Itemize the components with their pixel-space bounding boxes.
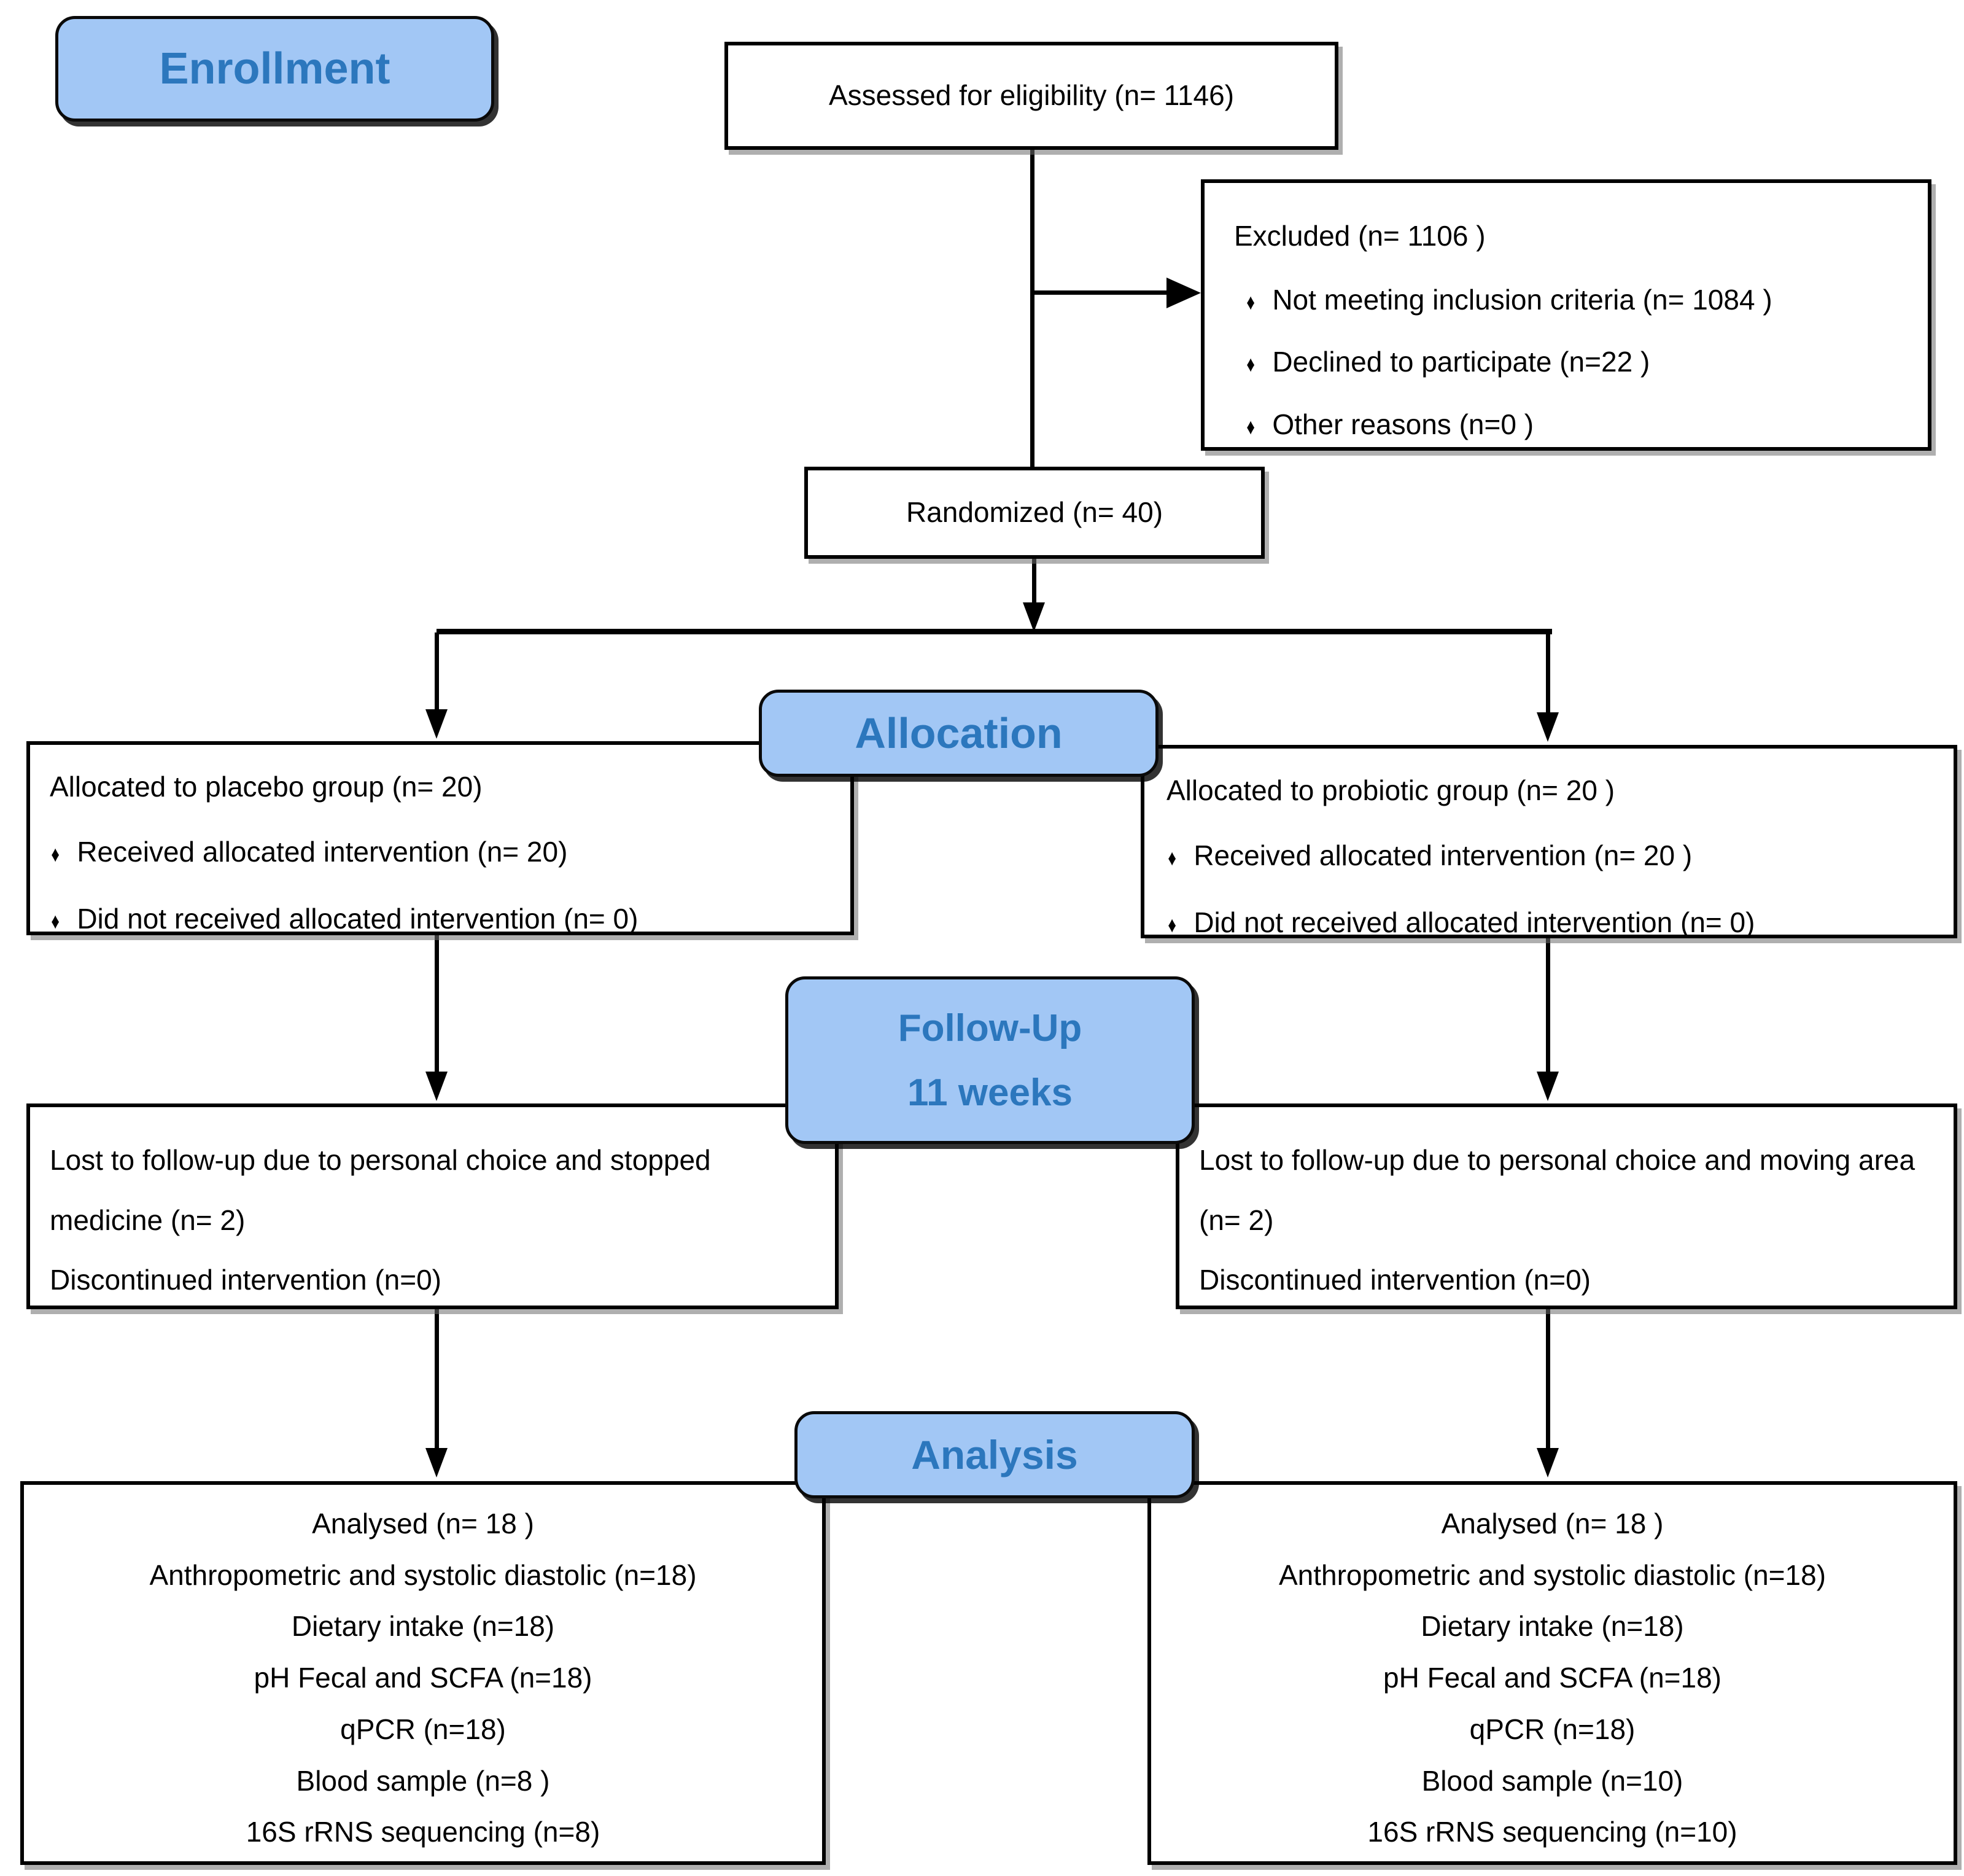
followup-badge: Follow-Up 11 weeks	[785, 976, 1195, 1144]
followup-probiotic-line: Discontinued intervention (n=0)	[1199, 1264, 1591, 1296]
analysis-probiotic-box: Analysed (n= 18 ) Anthropometric and sys…	[1147, 1481, 1957, 1865]
analysis-placebo-line: 16S rRNS sequencing (n=8)	[246, 1816, 600, 1848]
connector-placebo-to-followup	[435, 933, 439, 1073]
followup-placebo-line: Lost to follow-up due to personal choice…	[50, 1144, 711, 1236]
arrow-down-icon	[1537, 1072, 1559, 1101]
analysis-placebo-box: Analysed (n= 18 ) Anthropometric and sys…	[20, 1481, 826, 1865]
connector-followup-to-analysis-left	[435, 1308, 439, 1449]
analysis-probiotic-line: qPCR (n=18)	[1469, 1713, 1636, 1745]
diamond-bullet-icon: ♦	[51, 909, 60, 933]
analysis-badge: Analysis	[794, 1411, 1195, 1498]
analysis-probiotic-line: Dietary intake (n=18)	[1421, 1610, 1684, 1643]
arrow-right-icon	[1166, 278, 1201, 308]
followup-badge-duration: 11 weeks	[907, 1071, 1073, 1114]
analysis-placebo-line: pH Fecal and SCFA (n=18)	[254, 1662, 592, 1694]
diamond-bullet-icon: ♦	[1246, 414, 1256, 439]
enrollment-badge-label: Enrollment	[159, 44, 390, 93]
connector-to-excluded	[1033, 290, 1168, 295]
arrow-down-icon	[1537, 712, 1559, 742]
followup-badge-label: Follow-Up	[898, 1006, 1082, 1049]
assessed-box: Assessed for eligibility (n= 1146)	[724, 42, 1338, 150]
assessed-text: Assessed for eligibility (n= 1146)	[828, 79, 1235, 112]
arrow-down-icon	[425, 1072, 448, 1101]
analysis-probiotic-line: Analysed (n= 18 )	[1441, 1508, 1664, 1539]
connector-probiotic-to-followup	[1546, 936, 1550, 1073]
excluded-bullet: Not meeting inclusion criteria (n= 1084 …	[1272, 283, 1772, 316]
followup-probiotic-box: Lost to follow-up due to personal choice…	[1176, 1103, 1957, 1309]
analysis-probiotic-line: Blood sample (n=10)	[1421, 1764, 1683, 1797]
diamond-bullet-icon: ♦	[51, 841, 60, 866]
allocation-placebo-bullet: Did not received allocated intervention …	[77, 903, 638, 935]
allocation-probiotic-bullet: Did not received allocated intervention …	[1194, 906, 1755, 938]
analysis-placebo-line: Dietary intake (n=18)	[291, 1610, 555, 1643]
analysis-probiotic-line: 16S rRNS sequencing (n=10)	[1367, 1816, 1737, 1848]
analysis-placebo-line: Anthropometric and systolic diastolic (n…	[149, 1559, 697, 1591]
allocation-badge: Allocation	[759, 690, 1159, 777]
allocation-badge-label: Allocation	[855, 709, 1063, 757]
enrollment-badge: Enrollment	[55, 16, 494, 122]
excluded-title: Excluded (n= 1106 )	[1234, 220, 1486, 252]
diamond-bullet-icon: ♦	[1246, 289, 1256, 314]
analysis-probiotic-line: pH Fecal and SCFA (n=18)	[1383, 1662, 1721, 1694]
arrow-down-icon	[425, 709, 448, 739]
excluded-box: Excluded (n= 1106 ) ♦ Not meeting inclus…	[1201, 179, 1931, 451]
connector-branch-to-probiotic	[1546, 632, 1550, 714]
allocation-placebo-bullet: Received allocated intervention (n= 20)	[77, 835, 568, 868]
diamond-bullet-icon: ♦	[1246, 352, 1256, 376]
arrow-down-icon	[1537, 1448, 1559, 1477]
allocation-placebo-box: Allocated to placebo group (n= 20) ♦ Rec…	[26, 741, 854, 935]
connector-branch-to-placebo	[435, 632, 439, 711]
followup-placebo-box: Lost to follow-up due to personal choice…	[26, 1103, 839, 1309]
allocation-probiotic-box: Allocated to probiotic group (n= 20 ) ♦ …	[1141, 745, 1957, 938]
allocation-probiotic-bullet: Received allocated intervention (n= 20 )	[1194, 839, 1693, 871]
diamond-bullet-icon: ♦	[1168, 845, 1177, 870]
diamond-bullet-icon: ♦	[1168, 913, 1177, 937]
connector-assessed-to-randomized	[1030, 147, 1034, 468]
analysis-placebo-line: Blood sample (n=8 )	[296, 1764, 550, 1797]
randomized-text: Randomized (n= 40)	[906, 496, 1163, 529]
analysis-probiotic-line: Anthropometric and systolic diastolic (n…	[1278, 1559, 1826, 1591]
arrow-down-icon	[425, 1448, 448, 1477]
allocation-probiotic-title: Allocated to probiotic group (n= 20 )	[1166, 774, 1615, 806]
connector-followup-to-analysis-right	[1546, 1308, 1550, 1449]
arrow-down-icon	[1023, 602, 1045, 632]
followup-placebo-line: Discontinued intervention (n=0)	[50, 1264, 441, 1296]
connector-branch-line	[437, 629, 1552, 634]
analysis-placebo-line: Analysed (n= 18 )	[312, 1508, 534, 1539]
excluded-bullet: Declined to participate (n=22 )	[1272, 346, 1650, 378]
followup-probiotic-line: Lost to follow-up due to personal choice…	[1199, 1144, 1915, 1236]
randomized-box: Randomized (n= 40)	[804, 467, 1265, 559]
analysis-badge-label: Analysis	[911, 1432, 1078, 1477]
allocation-placebo-title: Allocated to placebo group (n= 20)	[50, 771, 483, 803]
connector-randomized-to-branch	[1032, 558, 1036, 605]
analysis-placebo-line: qPCR (n=18)	[340, 1713, 506, 1745]
excluded-bullet: Other reasons (n=0 )	[1272, 408, 1534, 440]
